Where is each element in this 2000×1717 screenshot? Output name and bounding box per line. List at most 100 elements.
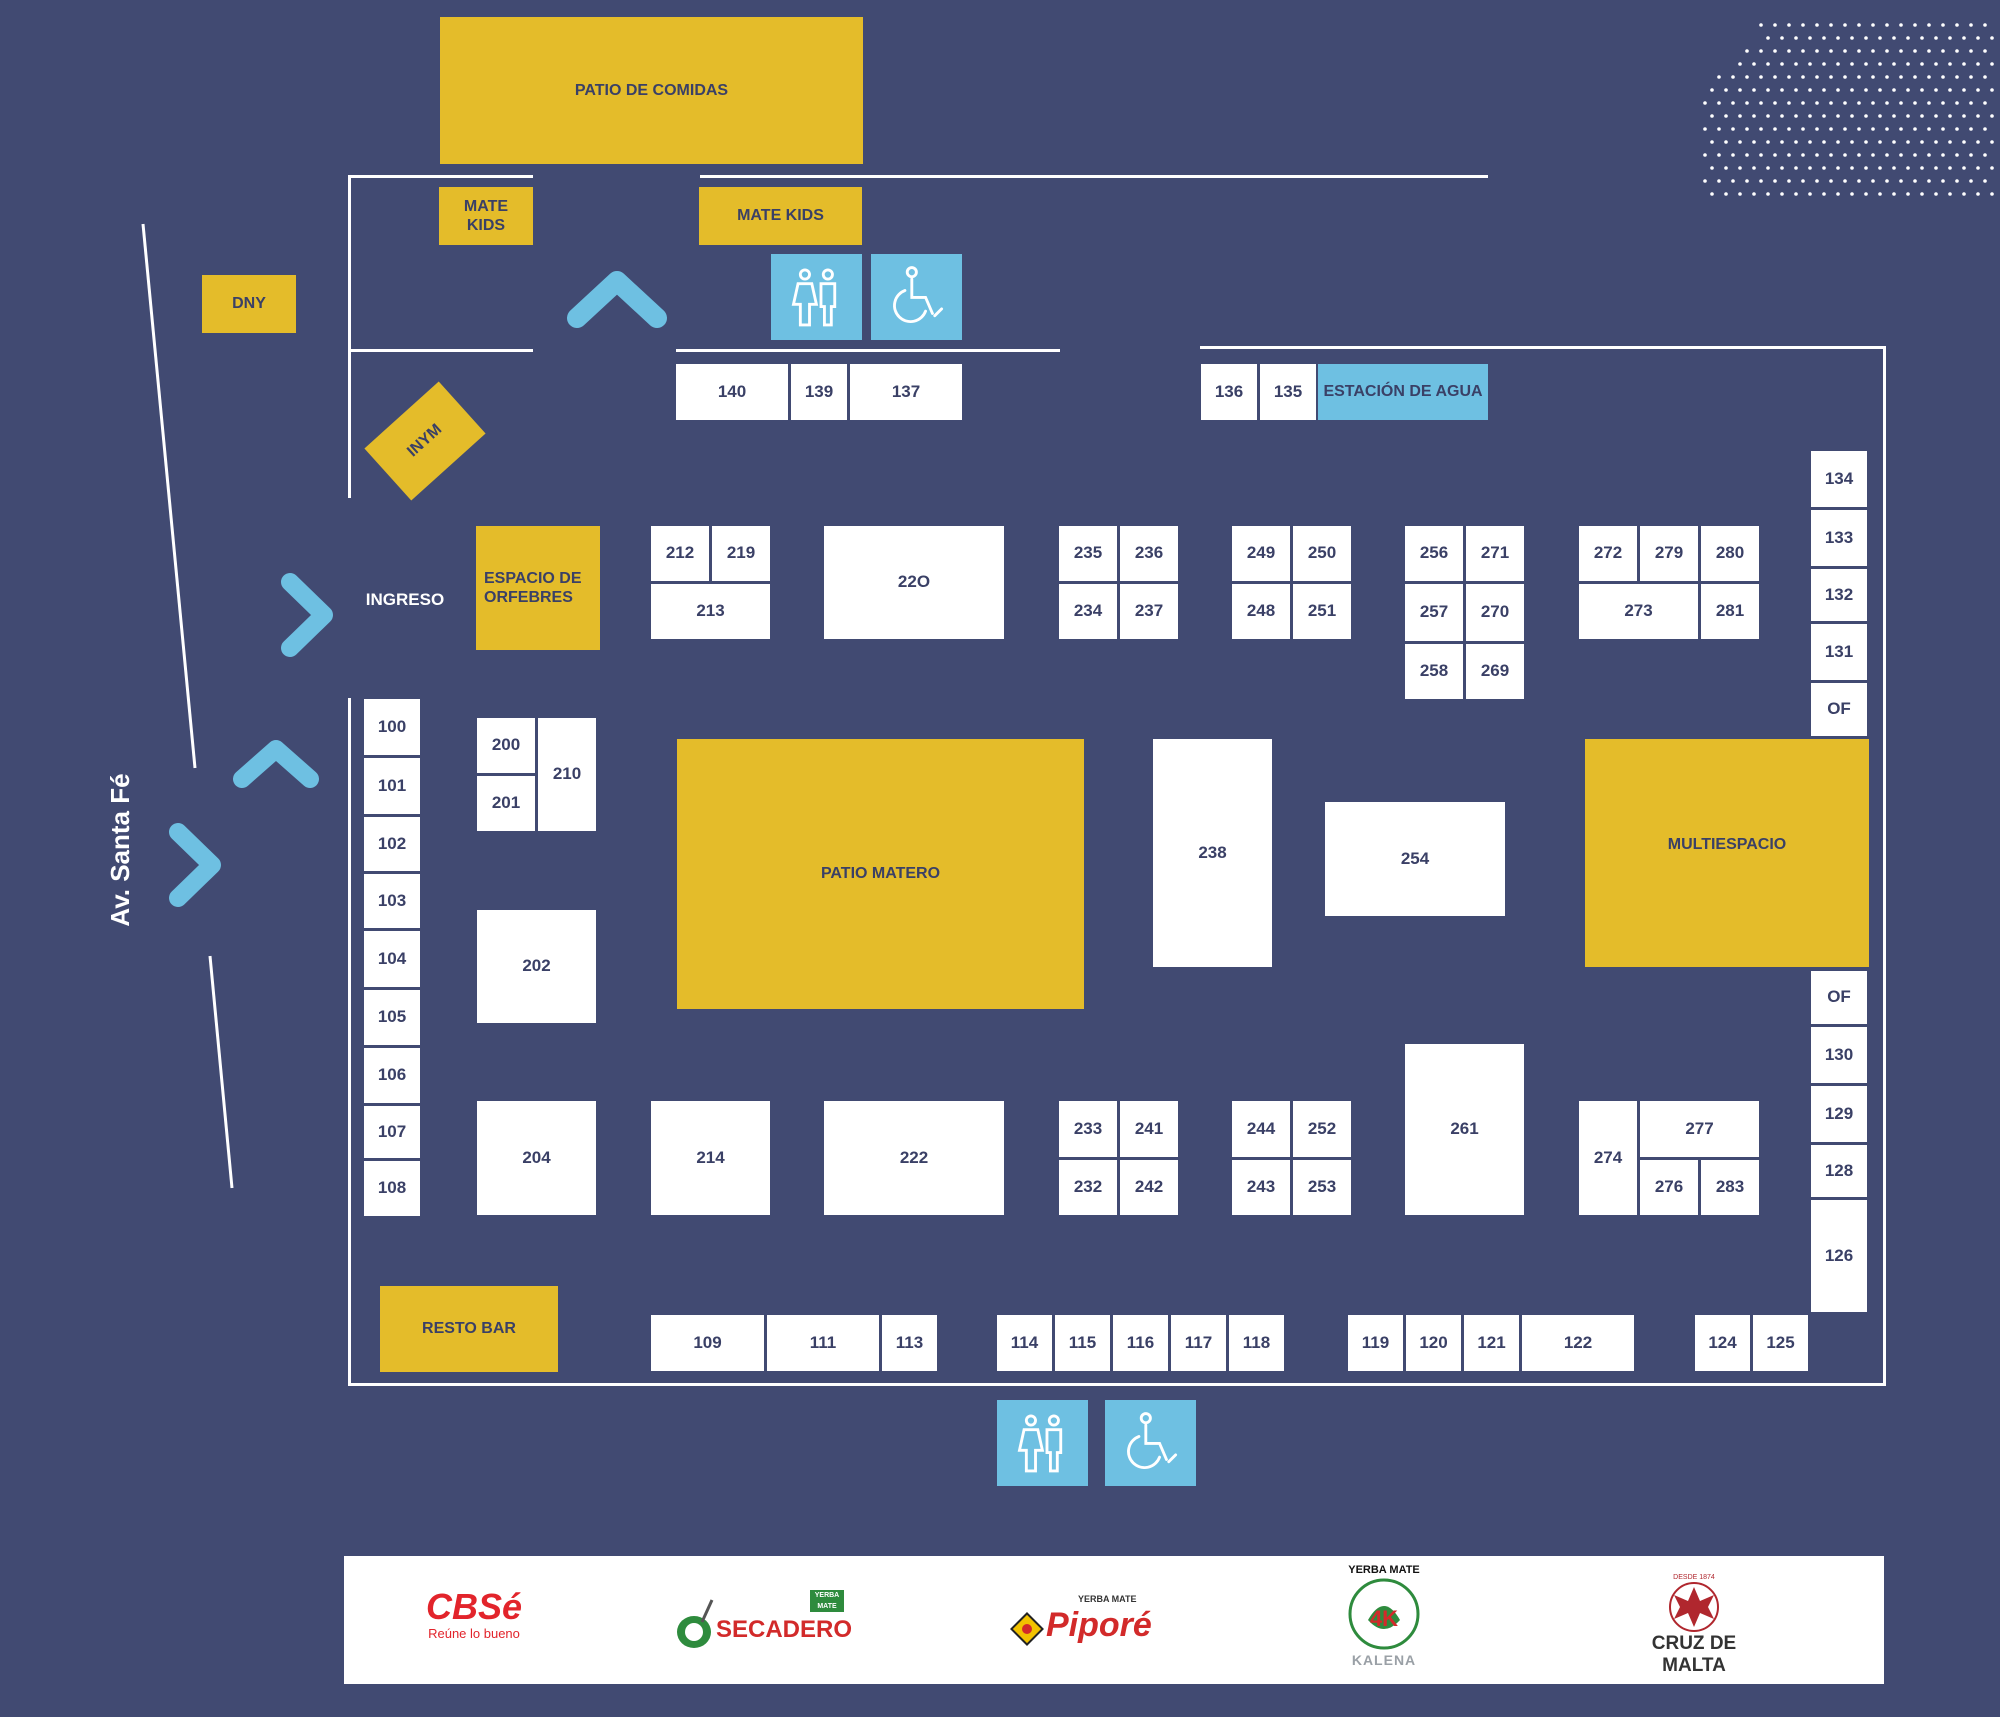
stand-114[interactable]: 114 (997, 1315, 1052, 1371)
stand-119[interactable]: 119 (1348, 1315, 1403, 1371)
stand-105[interactable]: 105 (364, 990, 420, 1045)
stand-128[interactable]: 128 (1811, 1145, 1867, 1197)
decor-dot (1787, 153, 1791, 157)
stand-107[interactable]: 107 (364, 1106, 420, 1158)
stand-271[interactable]: 271 (1466, 526, 1524, 581)
stand-251[interactable]: 251 (1293, 584, 1351, 639)
stand-100[interactable]: 100 (364, 699, 420, 755)
stand-242[interactable]: 242 (1120, 1160, 1178, 1215)
mate-kids-zone[interactable]: MATE KIDS (439, 187, 533, 245)
stand-270[interactable]: 270 (1466, 584, 1524, 641)
stand-244[interactable]: 244 (1232, 1101, 1290, 1157)
stand-236[interactable]: 236 (1120, 526, 1178, 581)
goldsmiths-zone[interactable]: ESPACIO DE ORFEBRES (476, 526, 600, 650)
water-station[interactable]: ESTACIÓN DE AGUA (1318, 364, 1488, 420)
stand-252[interactable]: 252 (1293, 1101, 1351, 1157)
stand-210[interactable]: 210 (538, 718, 596, 831)
stand-133[interactable]: 133 (1811, 510, 1867, 566)
stand-238[interactable]: 238 (1153, 739, 1272, 967)
stand-248[interactable]: 248 (1232, 584, 1290, 639)
stand-281[interactable]: 281 (1701, 584, 1759, 639)
stand-233[interactable]: 233 (1059, 1101, 1117, 1157)
stand-202[interactable]: 202 (477, 910, 596, 1023)
stand-130[interactable]: 130 (1811, 1027, 1867, 1083)
stand-235[interactable]: 235 (1059, 526, 1117, 581)
stand-117[interactable]: 117 (1171, 1315, 1226, 1371)
stand-269[interactable]: 269 (1466, 644, 1524, 699)
stand-256[interactable]: 256 (1405, 526, 1463, 581)
office-stand[interactable]: OF (1811, 683, 1867, 736)
resto-bar-zone[interactable]: RESTO BAR (380, 1286, 558, 1372)
stand-214[interactable]: 214 (651, 1101, 770, 1215)
stand-129[interactable]: 129 (1811, 1086, 1867, 1142)
stand-140[interactable]: 140 (676, 364, 788, 420)
mate-kids-zone[interactable]: MATE KIDS (699, 187, 862, 245)
stand-261[interactable]: 261 (1405, 1044, 1524, 1215)
accessible-icon[interactable] (1105, 1400, 1196, 1486)
stand-139[interactable]: 139 (791, 364, 847, 420)
stand-249[interactable]: 249 (1232, 526, 1290, 581)
multiespacio-zone[interactable]: MULTIESPACIO (1585, 739, 1869, 967)
stand-234[interactable]: 234 (1059, 584, 1117, 639)
decor-dot (1843, 101, 1847, 105)
stand-283[interactable]: 283 (1701, 1160, 1759, 1215)
stand-272[interactable]: 272 (1579, 526, 1637, 581)
restroom-icon[interactable] (771, 254, 862, 340)
stand-131[interactable]: 131 (1811, 624, 1867, 680)
stand-241[interactable]: 241 (1120, 1101, 1178, 1157)
office-stand[interactable]: OF (1811, 971, 1867, 1024)
stand-253[interactable]: 253 (1293, 1160, 1351, 1215)
stand-103[interactable]: 103 (364, 874, 420, 928)
patio-matero-zone[interactable]: PATIO MATERO (677, 739, 1084, 1009)
stand-122[interactable]: 122 (1522, 1315, 1634, 1371)
stand-106[interactable]: 106 (364, 1048, 420, 1103)
stand-232[interactable]: 232 (1059, 1160, 1117, 1215)
dny-zone[interactable]: DNY (202, 275, 296, 333)
accessible-icon[interactable] (871, 254, 962, 340)
stand-101[interactable]: 101 (364, 758, 420, 814)
stand-222[interactable]: 222 (824, 1101, 1004, 1215)
stand-200[interactable]: 200 (477, 718, 535, 773)
stand-109[interactable]: 109 (651, 1315, 764, 1371)
decor-dot (1794, 166, 1798, 170)
stand-115[interactable]: 115 (1055, 1315, 1110, 1371)
stand-273[interactable]: 273 (1579, 584, 1698, 639)
stand-277[interactable]: 277 (1640, 1101, 1759, 1157)
stand-219[interactable]: 219 (712, 526, 770, 581)
stand-258[interactable]: 258 (1405, 644, 1463, 699)
stand-212[interactable]: 212 (651, 526, 709, 581)
stand-118[interactable]: 118 (1229, 1315, 1284, 1371)
stand-111[interactable]: 111 (767, 1315, 879, 1371)
stand-274[interactable]: 274 (1579, 1101, 1637, 1215)
stand-220[interactable]: 22O (824, 526, 1004, 639)
stand-124[interactable]: 124 (1695, 1315, 1750, 1371)
stand-250[interactable]: 250 (1293, 526, 1351, 581)
stand-113[interactable]: 113 (882, 1315, 937, 1371)
stand-243[interactable]: 243 (1232, 1160, 1290, 1215)
inym-zone[interactable]: INYM (364, 381, 486, 501)
stand-125[interactable]: 125 (1753, 1315, 1808, 1371)
stand-120[interactable]: 120 (1406, 1315, 1461, 1371)
stand-280[interactable]: 280 (1701, 526, 1759, 581)
stand-213[interactable]: 213 (651, 584, 770, 639)
stand-254[interactable]: 254 (1325, 802, 1505, 916)
stand-237[interactable]: 237 (1120, 584, 1178, 639)
stand-104[interactable]: 104 (364, 931, 420, 987)
stand-204[interactable]: 204 (477, 1101, 596, 1215)
stand-135[interactable]: 135 (1260, 364, 1316, 420)
restroom-icon[interactable] (997, 1400, 1088, 1486)
stand-102[interactable]: 102 (364, 817, 420, 871)
stand-279[interactable]: 279 (1640, 526, 1698, 581)
stand-116[interactable]: 116 (1113, 1315, 1168, 1371)
stand-136[interactable]: 136 (1201, 364, 1257, 420)
food-court-zone[interactable]: PATIO DE COMIDAS (440, 17, 863, 164)
stand-108[interactable]: 108 (364, 1161, 420, 1216)
stand-201[interactable]: 201 (477, 776, 535, 831)
stand-137[interactable]: 137 (850, 364, 962, 420)
stand-276[interactable]: 276 (1640, 1160, 1698, 1215)
stand-257[interactable]: 257 (1405, 584, 1463, 641)
stand-126[interactable]: 126 (1811, 1200, 1867, 1312)
stand-132[interactable]: 132 (1811, 569, 1867, 621)
stand-134[interactable]: 134 (1811, 451, 1867, 507)
stand-121[interactable]: 121 (1464, 1315, 1519, 1371)
